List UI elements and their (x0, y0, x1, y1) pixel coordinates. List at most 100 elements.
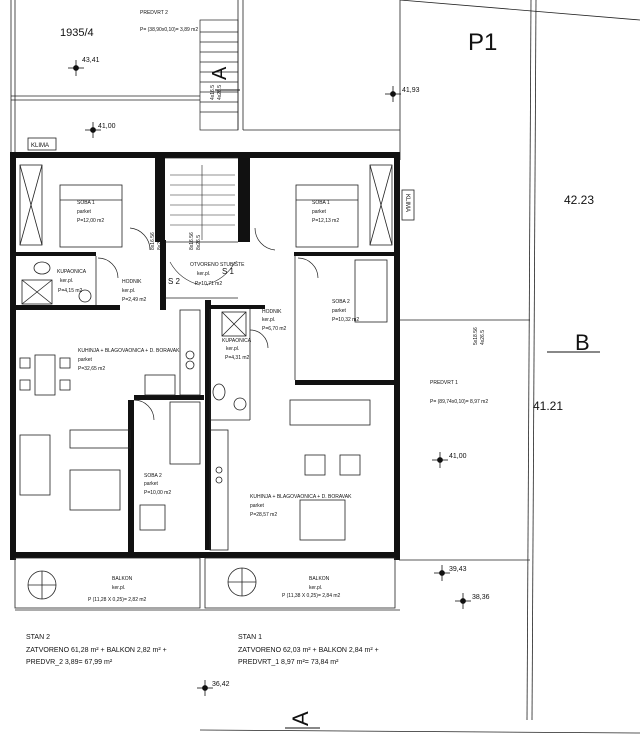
room-area: P=12,13 m2 (312, 218, 339, 224)
elev-41-93: 41,93 (402, 87, 420, 94)
parcel-label: 1935/4 (60, 27, 94, 39)
room-hodnik-left: HODNIK ker.pl. P=2,49 m2 (122, 279, 147, 303)
room-area: P (11,38 X 0,25)= 2,84 m2 (282, 593, 341, 599)
dining-sets (19, 354, 371, 541)
room-soba1-left: SOBA 1 parket P=12,00 m2 (77, 200, 104, 224)
room-stair: OTVORENO STUBIŠTE ker.pl. P=10,71 m2 (190, 261, 245, 287)
klima-left: KLIMA (31, 143, 49, 149)
elev-41-00-right: 41,00 (449, 453, 467, 460)
predvrt2-formula: P= (38,90x0,10)= 3,89 m2 (140, 27, 198, 33)
stair-symbol-s2: S 2 (168, 277, 181, 286)
summary-line2: PREDVR_2 3,89= 67,99 m² (26, 659, 113, 666)
room-soba2-left: SOBA 2 parket P=10,00 m2 (144, 473, 171, 496)
room-floor: parket (77, 209, 92, 215)
room-name: HODNIK (122, 279, 142, 285)
room-area: P=10,32 m2 (332, 317, 359, 323)
room-hodnik-right: HODNIK ker.pl. P=6,70 m2 (262, 309, 287, 332)
balconies (14, 557, 396, 609)
room-floor: ker.pl. (226, 346, 239, 352)
room-kitchen-left: KUHINJA + BLAGOVAONICA + D. BORAVAK park… (78, 348, 180, 372)
summary-title: STAN 1 (238, 634, 262, 641)
predvrt1-title: PREDVRT 1 (430, 380, 458, 386)
room-name: SOBA 1 (312, 200, 330, 206)
room-area: P=4,15 m2 (58, 288, 83, 294)
elev-43-41: 43,41 (82, 57, 100, 64)
room-floor: parket (332, 308, 347, 314)
summary-stan1: STAN 1 ZATVORENO 62,03 m² + BALKON 2,84 … (238, 634, 379, 666)
room-floor: parket (250, 503, 265, 509)
summary-line1: ZATVORENO 62,03 m² + BALKON 2,84 m² + (238, 647, 379, 654)
room-name: SOBA 2 (332, 299, 350, 305)
elev-36-42: 36,42 (212, 681, 230, 688)
room-kupaonica-right: KUPAONICA ker.pl. P=4,31 m2 (222, 338, 252, 361)
room-name: OTVORENO STUBIŠTE (190, 261, 245, 268)
elev-41-21: 41.21 (533, 399, 563, 413)
elev-41-00-left: 41,00 (98, 123, 116, 130)
stair-mark-right-b: 4x26.5 (480, 330, 486, 345)
stair-mark-top-b: 4x26.5 (217, 85, 223, 100)
predvrt2-title: PREDVRT 2 (140, 10, 168, 16)
room-floor: parket (312, 209, 327, 215)
building-walls (10, 152, 400, 560)
room-soba1-right: SOBA 1 parket P=12,13 m2 (312, 200, 339, 224)
summary-stan2: STAN 2 ZATVORENO 61,28 m² + BALKON 2,82 … (26, 634, 167, 666)
klima-right: KLIMA (404, 194, 410, 212)
summary-line1: ZATVORENO 61,28 m² + BALKON 2,82 m² + (26, 647, 167, 654)
stair-mark-core-b: 8x26.5 (157, 235, 163, 250)
kitchen-counters (144, 309, 229, 551)
stair-symbol-s1: S 1 (222, 267, 235, 276)
room-name: HODNIK (262, 309, 282, 315)
room-area: P=4,31 m2 (225, 355, 250, 361)
section-b-label: B (575, 330, 590, 355)
stair-mark-core-c: 8x16.56 (189, 232, 195, 250)
room-kupaonica-left: KUPAONICA ker.pl. P=4,15 m2 (57, 269, 87, 294)
room-balkon-left: BALKON ker.pl. P (11,28 X 0,25)= 2,82 m2 (88, 576, 147, 603)
room-name: BALKON (112, 576, 133, 582)
room-name: KUPAONICA (222, 338, 252, 344)
room-floor: ker.pl. (309, 585, 322, 591)
room-floor: ker.pl. (112, 585, 125, 591)
plot-label: P1 (468, 29, 497, 56)
core-stair (169, 165, 236, 286)
stair-mark-top-a: 4x16.5 (210, 85, 216, 100)
room-area: P=28,57 m2 (250, 512, 277, 518)
room-area: P=12,00 m2 (77, 218, 104, 224)
elev-42-23: 42.23 (564, 193, 594, 207)
room-name: SOBA 1 (77, 200, 95, 206)
elev-39-43: 39,43 (449, 566, 467, 573)
site-boundary-lines (10, 0, 640, 734)
beds (19, 164, 393, 465)
room-area: P=10,71 m2 (195, 281, 222, 287)
summary-title: STAN 2 (26, 634, 50, 641)
room-soba2-right: SOBA 2 parket P=10,32 m2 (332, 299, 359, 323)
room-area: P=32,65 m2 (78, 366, 105, 372)
room-area: P=10,00 m2 (144, 490, 171, 496)
room-balkon-right: BALKON ker.pl. P (11,38 X 0,25)= 2,84 m2 (282, 576, 341, 599)
room-kitchen-right: KUHINJA + BLAGOVAONICA + D. BORAVAK park… (250, 494, 352, 518)
room-area: P=6,70 m2 (262, 326, 287, 332)
room-name: KUPAONICA (57, 269, 87, 275)
room-name: KUHINJA + BLAGOVAONICA + D. BORAVAK (78, 348, 180, 354)
room-floor: ker.pl. (262, 317, 275, 323)
elevation-markers (68, 60, 471, 696)
stair-mark-core-d: 8x26.5 (196, 235, 202, 250)
predvrt1-formula: P= (89,74x0,10)= 8,97 m2 (430, 399, 488, 405)
elev-38-36: 38,36 (472, 594, 490, 601)
room-area: P=2,49 m2 (122, 297, 147, 303)
stair-mark-core-a: 8x16.56 (150, 232, 156, 250)
room-name: BALKON (309, 576, 330, 582)
room-floor: ker.pl. (60, 278, 73, 284)
room-area: P (11,28 X 0,25)= 2,82 m2 (88, 597, 147, 603)
partitions (95, 157, 296, 430)
room-floor: parket (144, 481, 159, 487)
doors (97, 227, 319, 421)
upper-stair (199, 19, 239, 131)
section-a-top-label: A (209, 66, 231, 80)
section-markers (215, 89, 600, 729)
room-floor: parket (78, 357, 93, 363)
room-floor: ker.pl. (197, 271, 210, 277)
room-floor: ker.pl. (122, 288, 135, 294)
section-a-bottom-label: A (288, 711, 313, 726)
